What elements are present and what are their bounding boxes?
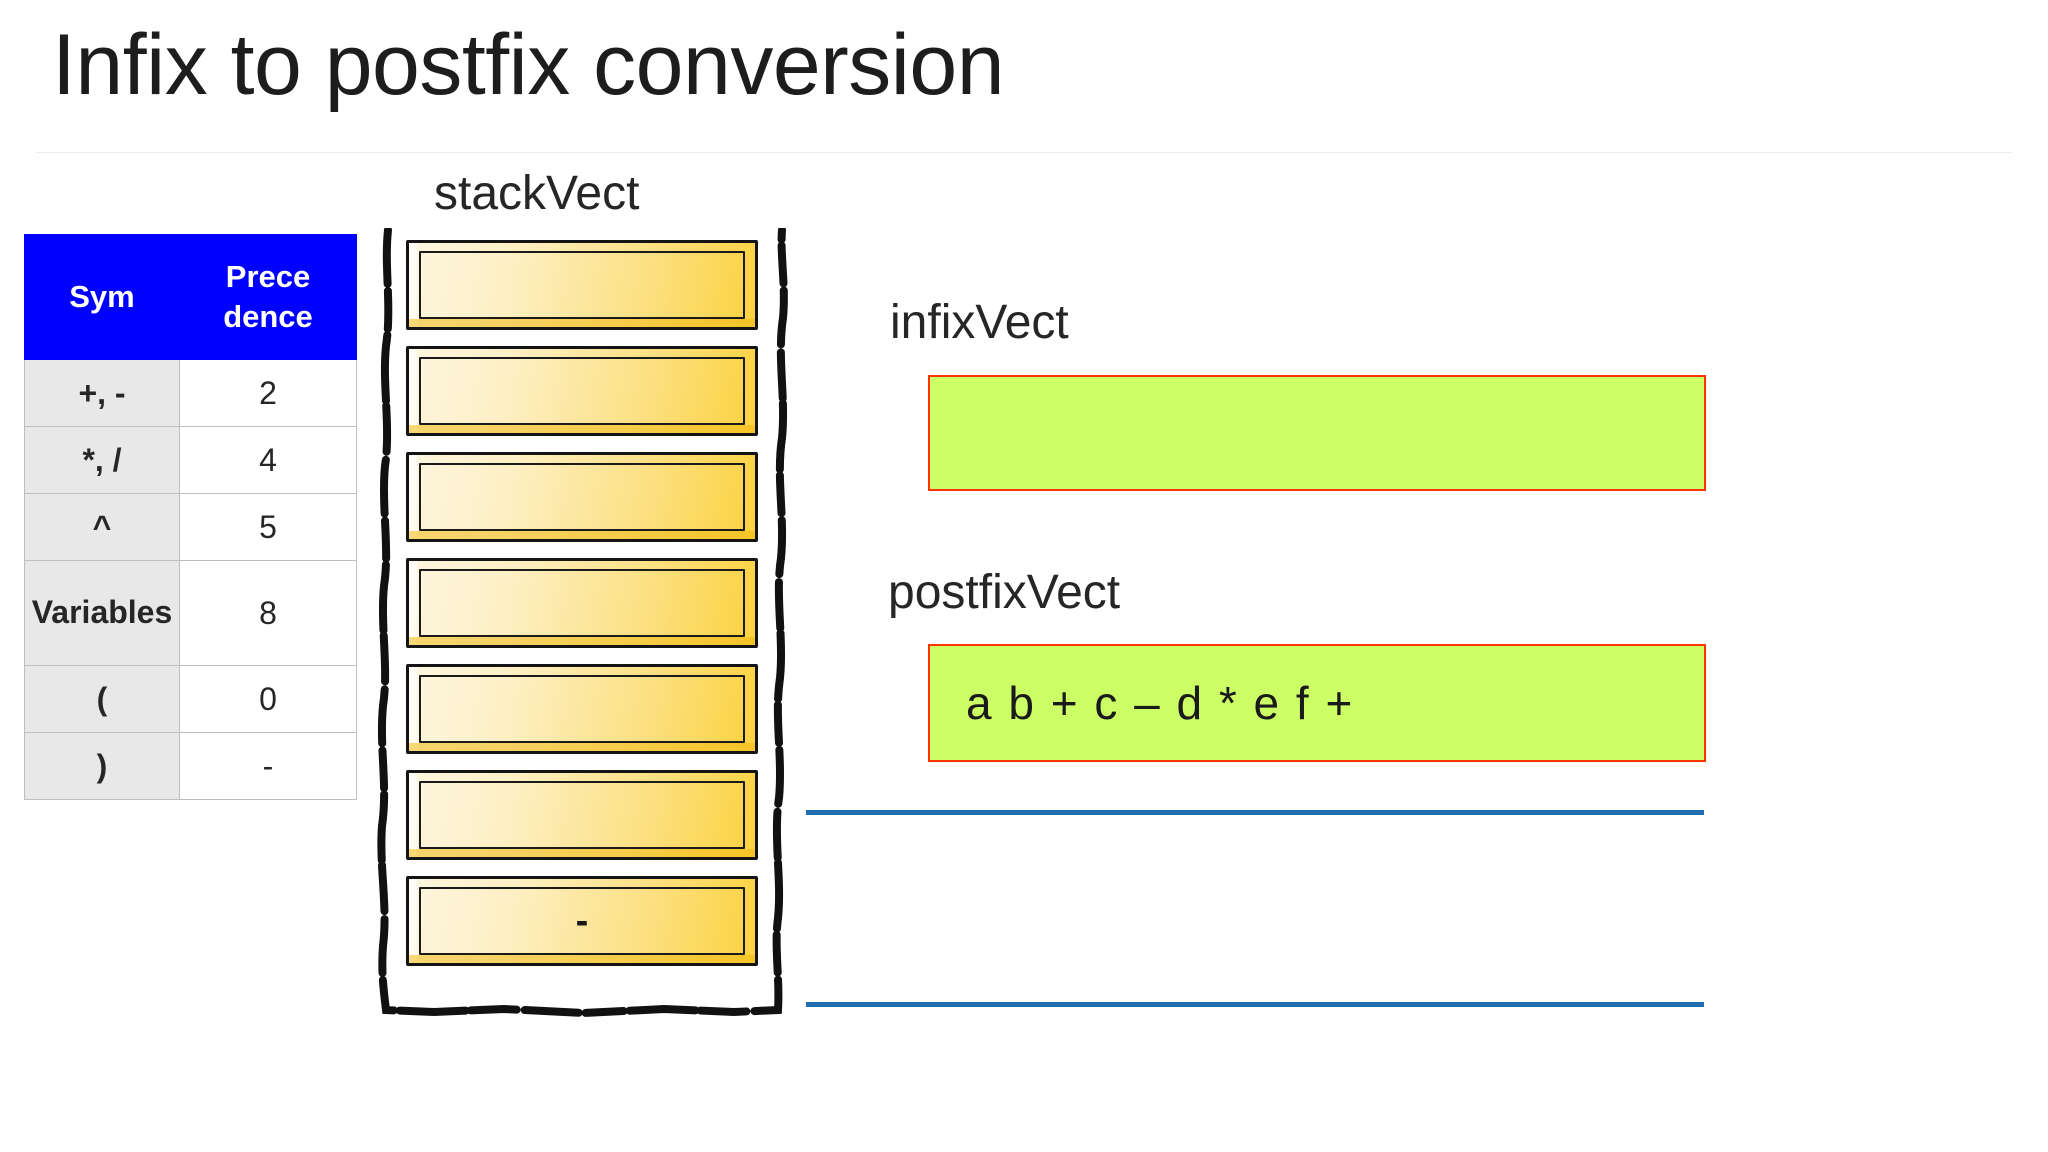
cell-sym: (	[24, 665, 180, 733]
stack-cell[interactable]	[406, 558, 758, 648]
stack-cell[interactable]	[406, 664, 758, 754]
separator-line-top	[806, 810, 1704, 815]
cell-precedence: -	[179, 732, 357, 800]
stack-cell[interactable]: -	[406, 876, 758, 966]
cell-precedence: 8	[179, 560, 357, 666]
cell-precedence: 0	[179, 665, 357, 733]
table-header-row: Sym Prece dence	[24, 234, 357, 360]
column-header-precedence: Prece dence	[179, 234, 357, 360]
table-row: ) -	[24, 732, 357, 800]
postfix-vect-label: postfixVect	[888, 566, 1121, 619]
stack-vect-container: -	[374, 228, 790, 1018]
postfix-vect-value: a b + c – d * e f +	[966, 677, 1355, 729]
title-divider	[36, 152, 2012, 153]
stack-cell[interactable]	[406, 346, 758, 436]
stack-cell[interactable]	[406, 240, 758, 330]
stack-cell[interactable]	[406, 452, 758, 542]
table-row: ( 0	[24, 665, 357, 733]
cell-precedence: 5	[179, 493, 357, 561]
stack-cell-list: -	[406, 240, 758, 1005]
infix-vect-label: infixVect	[890, 296, 1069, 349]
cell-precedence: 4	[179, 426, 357, 494]
page-title: Infix to postfix conversion	[52, 17, 1005, 113]
table-row: +, - 2	[24, 359, 357, 427]
table-row: *, / 4	[24, 426, 357, 494]
infix-vect-box[interactable]	[928, 375, 1706, 491]
cell-sym: +, -	[24, 359, 180, 427]
stack-cell-text: -	[575, 900, 589, 942]
column-header-precedence-line2: dence	[223, 299, 313, 334]
cell-sym: ^	[24, 493, 180, 561]
table-row: Variables 8	[24, 560, 357, 666]
column-header-sym-label: Sym	[69, 279, 135, 315]
cell-sym: )	[24, 732, 180, 800]
stack-vect-label: stackVect	[434, 167, 640, 220]
column-header-sym: Sym	[24, 234, 180, 360]
column-header-precedence-line1: Prece	[225, 259, 311, 295]
table-row: ^ 5	[24, 493, 357, 561]
operator-precedence-table: Sym Prece dence +, - 2 *, / 4 ^ 5 Variab…	[24, 234, 357, 800]
cell-precedence: 2	[179, 359, 357, 427]
cell-sym: Variables	[24, 560, 180, 666]
cell-sym: *, /	[24, 426, 180, 494]
stack-cell[interactable]	[406, 770, 758, 860]
separator-line-bottom	[806, 1002, 1704, 1007]
postfix-vect-box[interactable]: a b + c – d * e f +	[928, 644, 1706, 762]
